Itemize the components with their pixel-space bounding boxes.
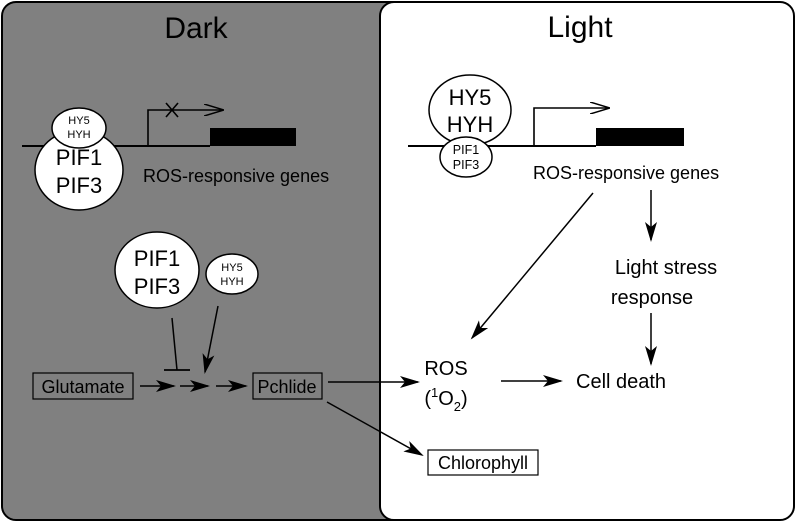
dark-reg-hy5-oval — [205, 253, 259, 295]
glutamate-label: Glutamate — [41, 377, 124, 397]
dark-gene-box — [210, 128, 296, 146]
light-pif-oval — [439, 136, 493, 178]
light-gene-label: ROS-responsive genes — [533, 163, 719, 183]
tetrapyrrole-pathway: Glutamate Pchlide Chlorophyll — [32, 372, 539, 476]
dark-hy5-oval — [51, 107, 107, 149]
dark-reg-pif-line-2: PIF3 — [134, 274, 180, 299]
ros-species: (1O2) — [424, 385, 467, 414]
stress-line-2: response — [611, 287, 693, 309]
ros-species-sup: 1 — [431, 385, 438, 400]
dark-reg-hy5-line-1: HY5 — [221, 262, 242, 274]
stress-line-1: Light stress — [615, 257, 717, 279]
dark-reg-pif-line-1: PIF1 — [134, 246, 180, 271]
dark-regulators: PIF1 PIF3 HY5 HYH — [114, 231, 259, 374]
genes-to-ros-arrow — [470, 192, 594, 340]
light-hy5-line-2: HYH — [447, 112, 493, 137]
dark-hy5-line-1: HY5 — [68, 115, 89, 127]
dark-panel-title: Dark — [164, 12, 228, 45]
light-gene-box — [596, 128, 684, 146]
dark-pif-line-1: PIF1 — [56, 145, 102, 170]
cell-death-label: Cell death — [576, 371, 666, 393]
pchlide-label: Pchlide — [257, 377, 316, 397]
glutamate-box — [32, 372, 134, 400]
light-hy5-line-1: HY5 — [449, 85, 492, 110]
ros-species-main: O — [438, 388, 454, 410]
dark-gene-label: ROS-responsive genes — [143, 166, 329, 186]
hy5-activation-arrow — [202, 305, 219, 374]
chlorophyll-box — [427, 449, 539, 476]
ros-label: ROS — [424, 358, 467, 380]
light-pif-line-2: PIF3 — [453, 158, 479, 172]
dark-pif-line-2: PIF3 — [56, 173, 102, 198]
dark-reg-pif-oval — [114, 231, 200, 309]
light-pif-line-1: PIF1 — [453, 143, 479, 157]
chlorophyll-arrow — [326, 401, 424, 456]
pchlide-box — [252, 372, 323, 400]
dark-reg-hy5-line-2: HYH — [220, 276, 243, 288]
light-panel — [379, 1, 795, 521]
dark-hy5-line-2: HYH — [67, 129, 90, 141]
light-promoter-arrow — [533, 108, 608, 146]
chlorophyll-label: Chlorophyll — [438, 453, 528, 473]
dark-gene-module: PIF1 PIF3 HY5 HYH ROS-responsive genes — [22, 102, 329, 211]
light-gene-module: HY5 HYH PIF1 PIF3 ROS-responsive genes — [408, 74, 719, 183]
ros-species-sub: 2 — [454, 399, 461, 414]
dark-blocked-promoter-arrow — [147, 110, 222, 146]
light-panel-title: Light — [547, 11, 613, 44]
pif-inhibition-line — [171, 317, 178, 371]
dark-blocked-mark — [165, 102, 179, 118]
